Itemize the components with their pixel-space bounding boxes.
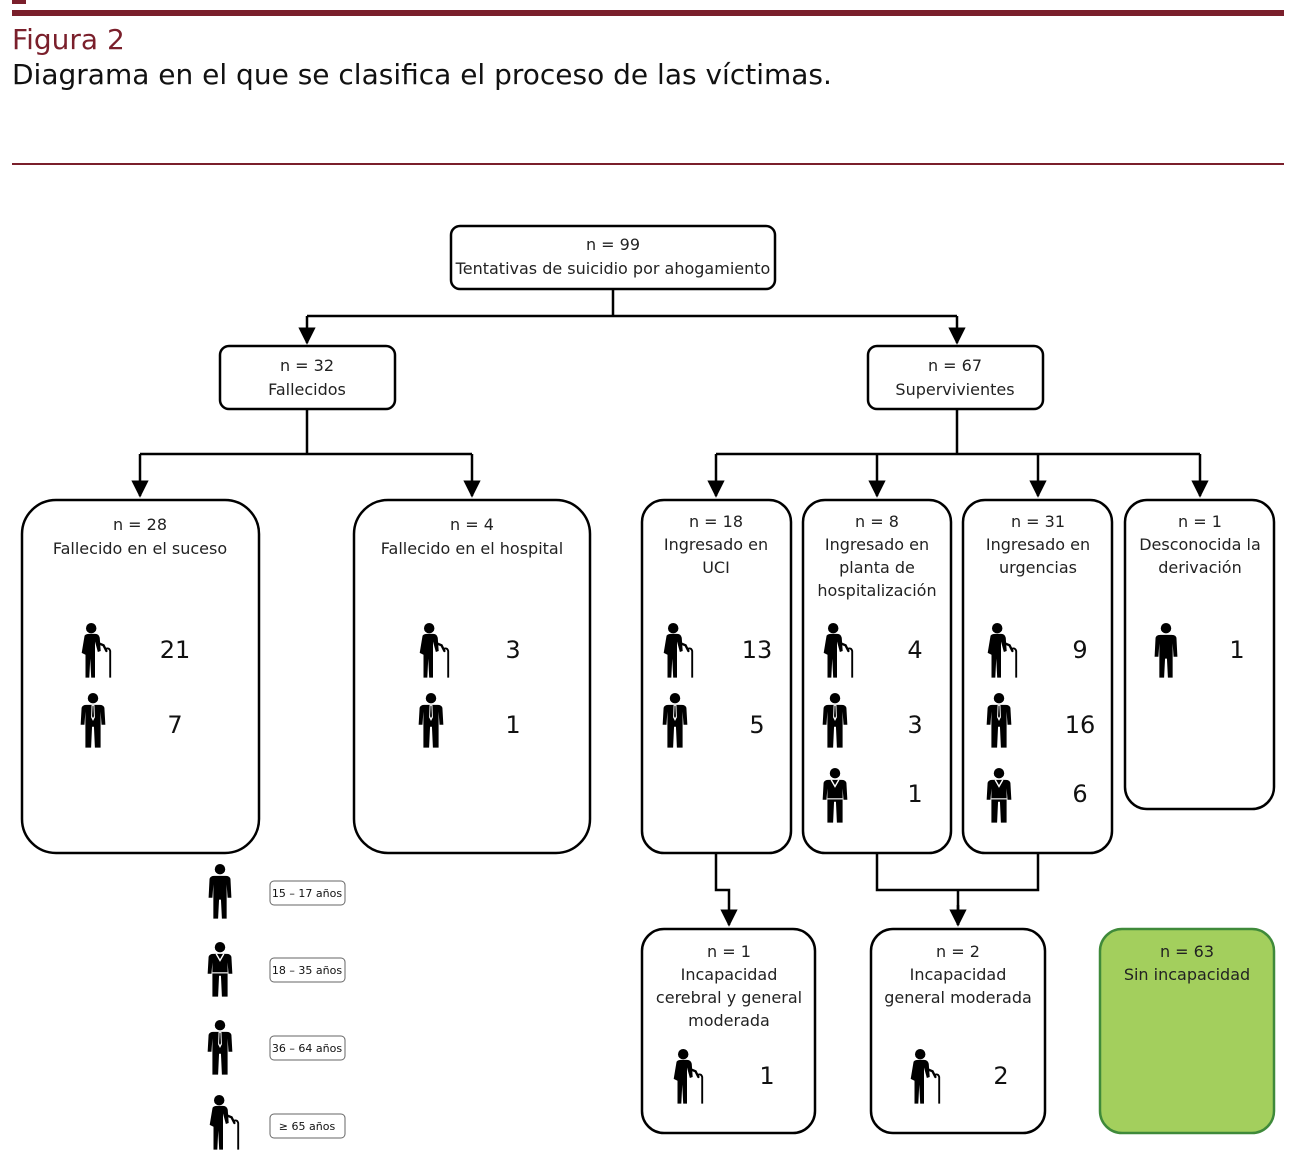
node-general-disability-line1: Incapacidad	[910, 965, 1007, 984]
count-general-disability-elderly: 2	[993, 1062, 1008, 1090]
count-died-event-adult: 7	[167, 711, 182, 739]
node-died-event: n = 28 Fallecido en el suceso 21 7	[20, 498, 261, 855]
node-brain-disability-line3: moderada	[688, 1011, 770, 1030]
node-ward-line3: hospitalización	[817, 581, 936, 600]
node-unknown-n: n = 1	[1178, 512, 1222, 531]
count-icu-adult: 5	[749, 711, 764, 739]
age-legend: 15 – 17 años 18 – 35 años 36 – 64 años ≥…	[206, 863, 346, 1151]
node-emergency-line2: urgencias	[999, 558, 1077, 577]
connectors	[131, 289, 1209, 927]
node-no-disability-label: Sin incapacidad	[1124, 965, 1250, 984]
node-icu: n = 18 Ingresado en UCI 13 5	[640, 498, 793, 855]
count-ward-elderly: 4	[907, 636, 922, 664]
node-ward-line2: planta de	[839, 558, 915, 577]
legend-label-elderly: ≥ 65 años	[279, 1120, 336, 1133]
node-root-label: Tentativas de suicidio por ahogamiento	[455, 259, 771, 278]
node-emergency-n: n = 31	[1011, 512, 1065, 531]
node-brain-disability-n: n = 1	[707, 942, 751, 961]
connector-root-split	[307, 289, 957, 318]
node-root-n: n = 99	[586, 235, 640, 254]
node-icu-n: n = 18	[689, 512, 743, 531]
teen-icon	[208, 863, 232, 919]
node-icu-line1: Ingresado en	[664, 535, 768, 554]
caption-rule	[12, 163, 1284, 165]
node-unknown-line1: Desconocida la	[1139, 535, 1261, 554]
node-no-disability: n = 63 Sin incapacidad	[1098, 927, 1276, 1135]
count-emergency-elderly: 9	[1072, 636, 1087, 664]
adult-icon	[207, 1019, 233, 1075]
node-general-disability-line2: general moderada	[884, 988, 1032, 1007]
header-mark	[12, 0, 26, 4]
arrow-to-brain-disability	[714, 853, 738, 927]
count-emergency-young-adult: 6	[1072, 780, 1087, 808]
connector-deceased-split	[140, 409, 472, 456]
node-ward: n = 8 Ingresado en planta de hospitaliza…	[801, 498, 953, 855]
node-icu-line2: UCI	[702, 558, 730, 577]
node-general-disability-n: n = 2	[936, 942, 980, 961]
connector-survivors-split	[716, 409, 1200, 456]
legend-label-adult: 36 – 64 años	[272, 1042, 342, 1055]
count-icu-elderly: 13	[742, 636, 773, 664]
legend-label-teen: 15 – 17 años	[272, 887, 342, 900]
node-survivors: n = 67 Supervivientes	[866, 344, 1045, 411]
node-ward-n: n = 8	[855, 512, 899, 531]
node-died-hospital-label: Fallecido en el hospital	[381, 539, 563, 558]
node-brain-disability: n = 1 Incapacidad cerebral y general mod…	[640, 927, 817, 1135]
node-survivors-label: Supervivientes	[895, 380, 1014, 399]
node-deceased-n: n = 32	[280, 356, 334, 375]
node-brain-disability-line2: cerebral y general	[656, 988, 802, 1007]
node-ward-line1: Ingresado en	[825, 535, 929, 554]
count-brain-disability-elderly: 1	[759, 1062, 774, 1090]
node-survivors-n: n = 67	[928, 356, 982, 375]
count-ward-young-adult: 1	[907, 780, 922, 808]
elderly-icon	[208, 1094, 240, 1151]
node-general-disability: n = 2 Incapacidad general moderada 2	[869, 927, 1047, 1135]
count-died-hospital-elderly: 3	[505, 636, 520, 664]
node-died-hospital: n = 4 Fallecido en el hospital 3 1	[352, 498, 592, 855]
count-died-event-elderly: 21	[160, 636, 191, 664]
node-no-disability-n: n = 63	[1160, 942, 1214, 961]
young-adult-icon	[206, 941, 234, 998]
node-unknown-line2: derivación	[1158, 558, 1241, 577]
node-emergency-line1: Ingresado en	[986, 535, 1090, 554]
node-died-event-label: Fallecido en el suceso	[53, 539, 227, 558]
node-died-event-n: n = 28	[113, 515, 167, 534]
node-unknown: n = 1 Desconocida la derivación 1	[1123, 498, 1276, 811]
legend-label-young-adult: 18 – 35 años	[272, 964, 342, 977]
node-deceased: n = 32 Fallecidos	[218, 344, 397, 411]
figure-label: Figura 2	[12, 23, 125, 56]
count-emergency-adult: 16	[1065, 711, 1096, 739]
header-rule	[12, 10, 1284, 16]
count-ward-adult: 3	[907, 711, 922, 739]
node-died-hospital-n: n = 4	[450, 515, 494, 534]
count-unknown-teen: 1	[1229, 636, 1244, 664]
node-emergency: n = 31 Ingresado en urgencias 9 16 6	[961, 498, 1114, 855]
node-brain-disability-line1: Incapacidad	[681, 965, 778, 984]
node-root: n = 99 Tentativas de suicidio por ahogam…	[449, 224, 777, 291]
figure-caption: Diagrama en el que se clasifica el proce…	[12, 58, 832, 91]
count-died-hospital-adult: 1	[505, 711, 520, 739]
node-deceased-label: Fallecidos	[268, 380, 346, 399]
